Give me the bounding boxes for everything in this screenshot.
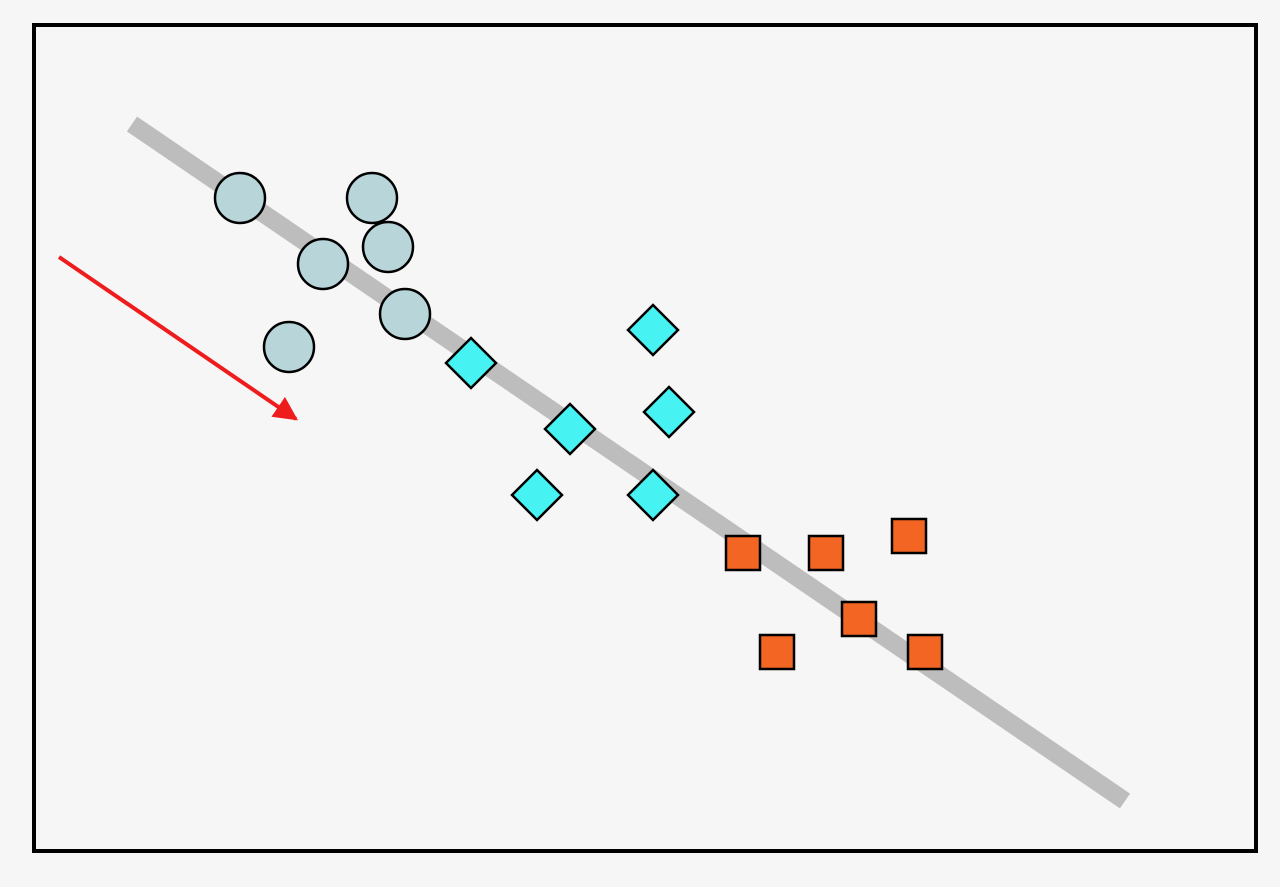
- square-marker-1: [724, 534, 762, 572]
- diagram-frame: [32, 23, 1258, 853]
- square-marker-4: [840, 600, 878, 638]
- diamond-marker-3: [510, 468, 564, 522]
- square-marker-2: [807, 534, 845, 572]
- circle-marker-6: [262, 320, 316, 374]
- trend-line: [126, 116, 1131, 809]
- diamond-marker-5: [642, 385, 696, 439]
- square-marker-3: [890, 517, 928, 555]
- circle-marker-5: [378, 287, 432, 341]
- circle-marker-3: [296, 237, 350, 291]
- direction-arrow: [57, 255, 298, 421]
- circle-marker-4: [361, 220, 415, 274]
- square-marker-5: [758, 633, 796, 671]
- square-marker-6: [906, 633, 944, 671]
- diamond-marker-1: [444, 336, 498, 390]
- diamond-marker-4: [626, 303, 680, 357]
- diamond-marker-6: [626, 468, 680, 522]
- circle-marker-1: [213, 171, 267, 225]
- marker-group: [213, 171, 944, 671]
- circle-marker-2: [345, 171, 399, 225]
- diamond-marker-2: [543, 402, 597, 456]
